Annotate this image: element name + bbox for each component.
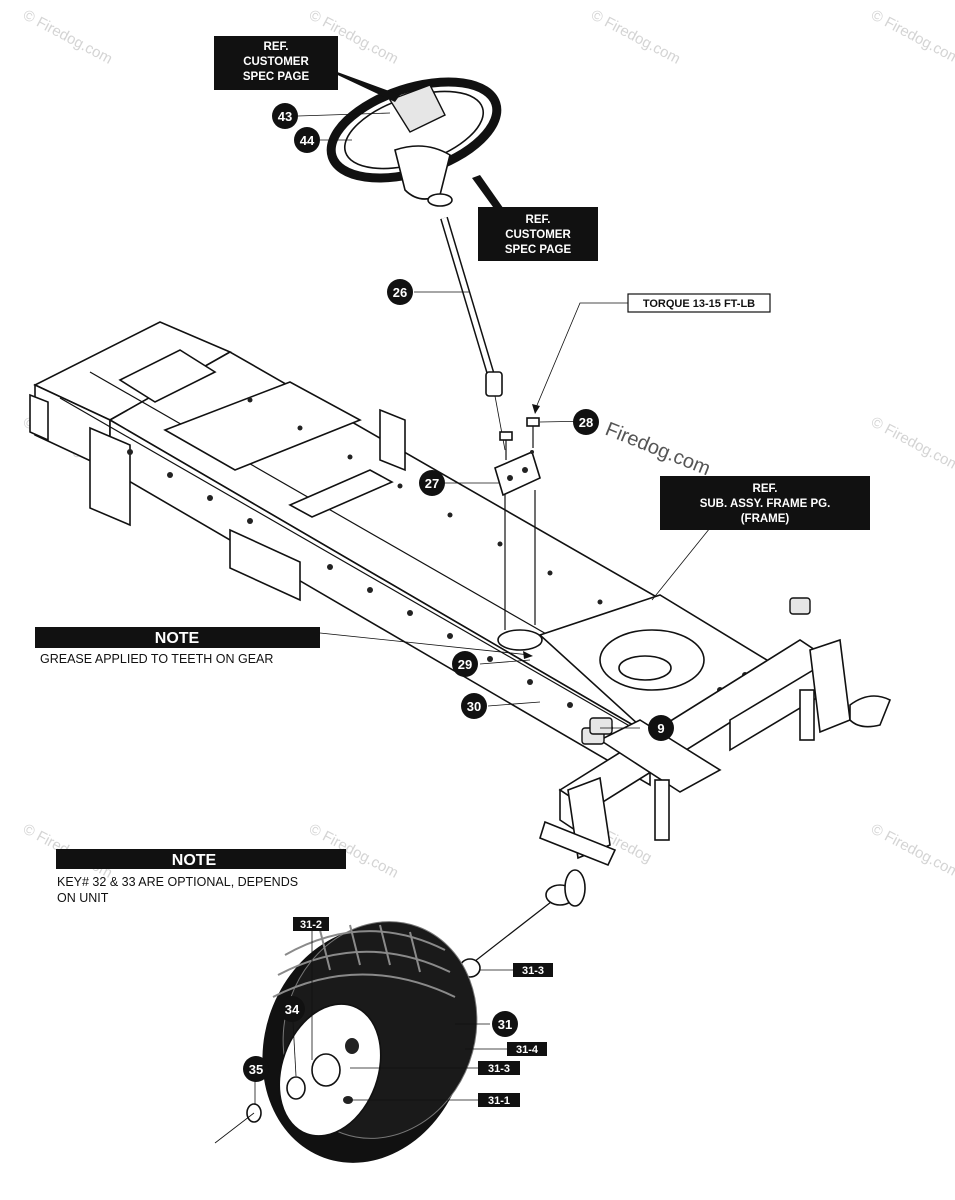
ref-box-line: CUSTOMER	[243, 56, 309, 68]
watermark: © Firedog.com	[868, 821, 955, 882]
watermark: © Firedog.com	[868, 414, 955, 475]
callouts: 43 44 26 28 27 29 30 9 31 34 35	[243, 103, 674, 1082]
ref-box-line: REF.	[264, 41, 289, 53]
ref-box-line: SPEC PAGE	[505, 244, 572, 256]
svg-text:28: 28	[579, 415, 593, 430]
callout-44: 44	[294, 127, 320, 153]
front-wheel	[214, 921, 478, 1163]
ref-box-line: CUSTOMER	[505, 229, 571, 241]
svg-text:9: 9	[657, 721, 664, 736]
watermark-large: Firedog.com	[602, 418, 713, 480]
ref-box-frame: REF. SUB. ASSY. FRAME PG. (FRAME)	[660, 476, 870, 530]
watermark: © Firedog.com	[868, 7, 955, 68]
steering-shaft	[440, 216, 506, 451]
tag-31-1: 31-1	[478, 1093, 520, 1107]
note-optional-keys: NOTE KEY# 32 & 33 ARE OPTIONAL, DEPENDS …	[56, 849, 346, 905]
svg-text:31-3: 31-3	[522, 965, 544, 977]
callout-31: 31	[492, 1011, 518, 1037]
svg-text:27: 27	[425, 476, 439, 491]
callout-27: 27	[419, 470, 445, 496]
svg-text:31-1: 31-1	[488, 1095, 510, 1107]
watermark: © Firedog.com	[588, 7, 683, 68]
callout-35: 35	[243, 1056, 269, 1082]
ref-box-line: SUB. ASSY. FRAME PG.	[700, 498, 831, 510]
tag-31-3-upper: 31-3	[513, 963, 553, 977]
bolts-and-bracket	[494, 417, 541, 497]
svg-text:31: 31	[498, 1017, 512, 1032]
svg-text:43: 43	[278, 109, 292, 124]
front-axle	[459, 597, 892, 978]
svg-text:34: 34	[285, 1002, 300, 1017]
callout-43: 43	[272, 103, 298, 129]
ref-box-steering-top: REF. CUSTOMER SPEC PAGE	[214, 36, 338, 90]
callout-28: 28	[573, 409, 599, 435]
note-grease: NOTE GREASE APPLIED TO TEETH ON GEAR	[35, 627, 320, 666]
svg-text:44: 44	[300, 133, 315, 148]
svg-text:26: 26	[393, 285, 407, 300]
part-tags: 31-2 31-3 31-4 31-3 31-1	[293, 917, 553, 1107]
note-line: KEY# 32 & 33 ARE OPTIONAL, DEPENDS	[57, 875, 298, 889]
svg-text:29: 29	[458, 657, 472, 672]
callout-34: 34	[279, 996, 305, 1022]
svg-text:35: 35	[249, 1062, 263, 1077]
note-heading: NOTE	[172, 852, 217, 869]
svg-text:30: 30	[467, 699, 481, 714]
svg-text:31-2: 31-2	[300, 919, 322, 931]
torque-text: TORQUE 13-15 FT-LB	[643, 298, 755, 310]
tag-31-4: 31-4	[507, 1042, 547, 1056]
note-heading: NOTE	[155, 630, 200, 647]
tag-31-2: 31-2	[293, 917, 329, 931]
watermark: © Firedog.com	[20, 7, 115, 68]
steering-wheel	[326, 77, 502, 207]
note-line: ON UNIT	[57, 891, 109, 905]
ref-box-line: SPEC PAGE	[243, 71, 310, 83]
tag-31-3-lower: 31-3	[478, 1061, 520, 1075]
callout-29: 29	[452, 651, 478, 677]
callout-26: 26	[387, 279, 413, 305]
svg-text:31-3: 31-3	[488, 1063, 510, 1075]
svg-text:31-4: 31-4	[516, 1044, 539, 1056]
ref-box-line: REF.	[526, 214, 551, 226]
torque-label: TORQUE 13-15 FT-LB	[627, 293, 771, 313]
callout-9: 9	[648, 715, 674, 741]
callout-30: 30	[461, 693, 487, 719]
ref-box-line: REF.	[753, 483, 778, 495]
ref-box-line: (FRAME)	[741, 513, 790, 525]
note-line: GREASE APPLIED TO TEETH ON GEAR	[40, 652, 273, 666]
ref-box-steering-right: REF. CUSTOMER SPEC PAGE	[478, 207, 598, 261]
chassis-frame	[29, 321, 777, 787]
